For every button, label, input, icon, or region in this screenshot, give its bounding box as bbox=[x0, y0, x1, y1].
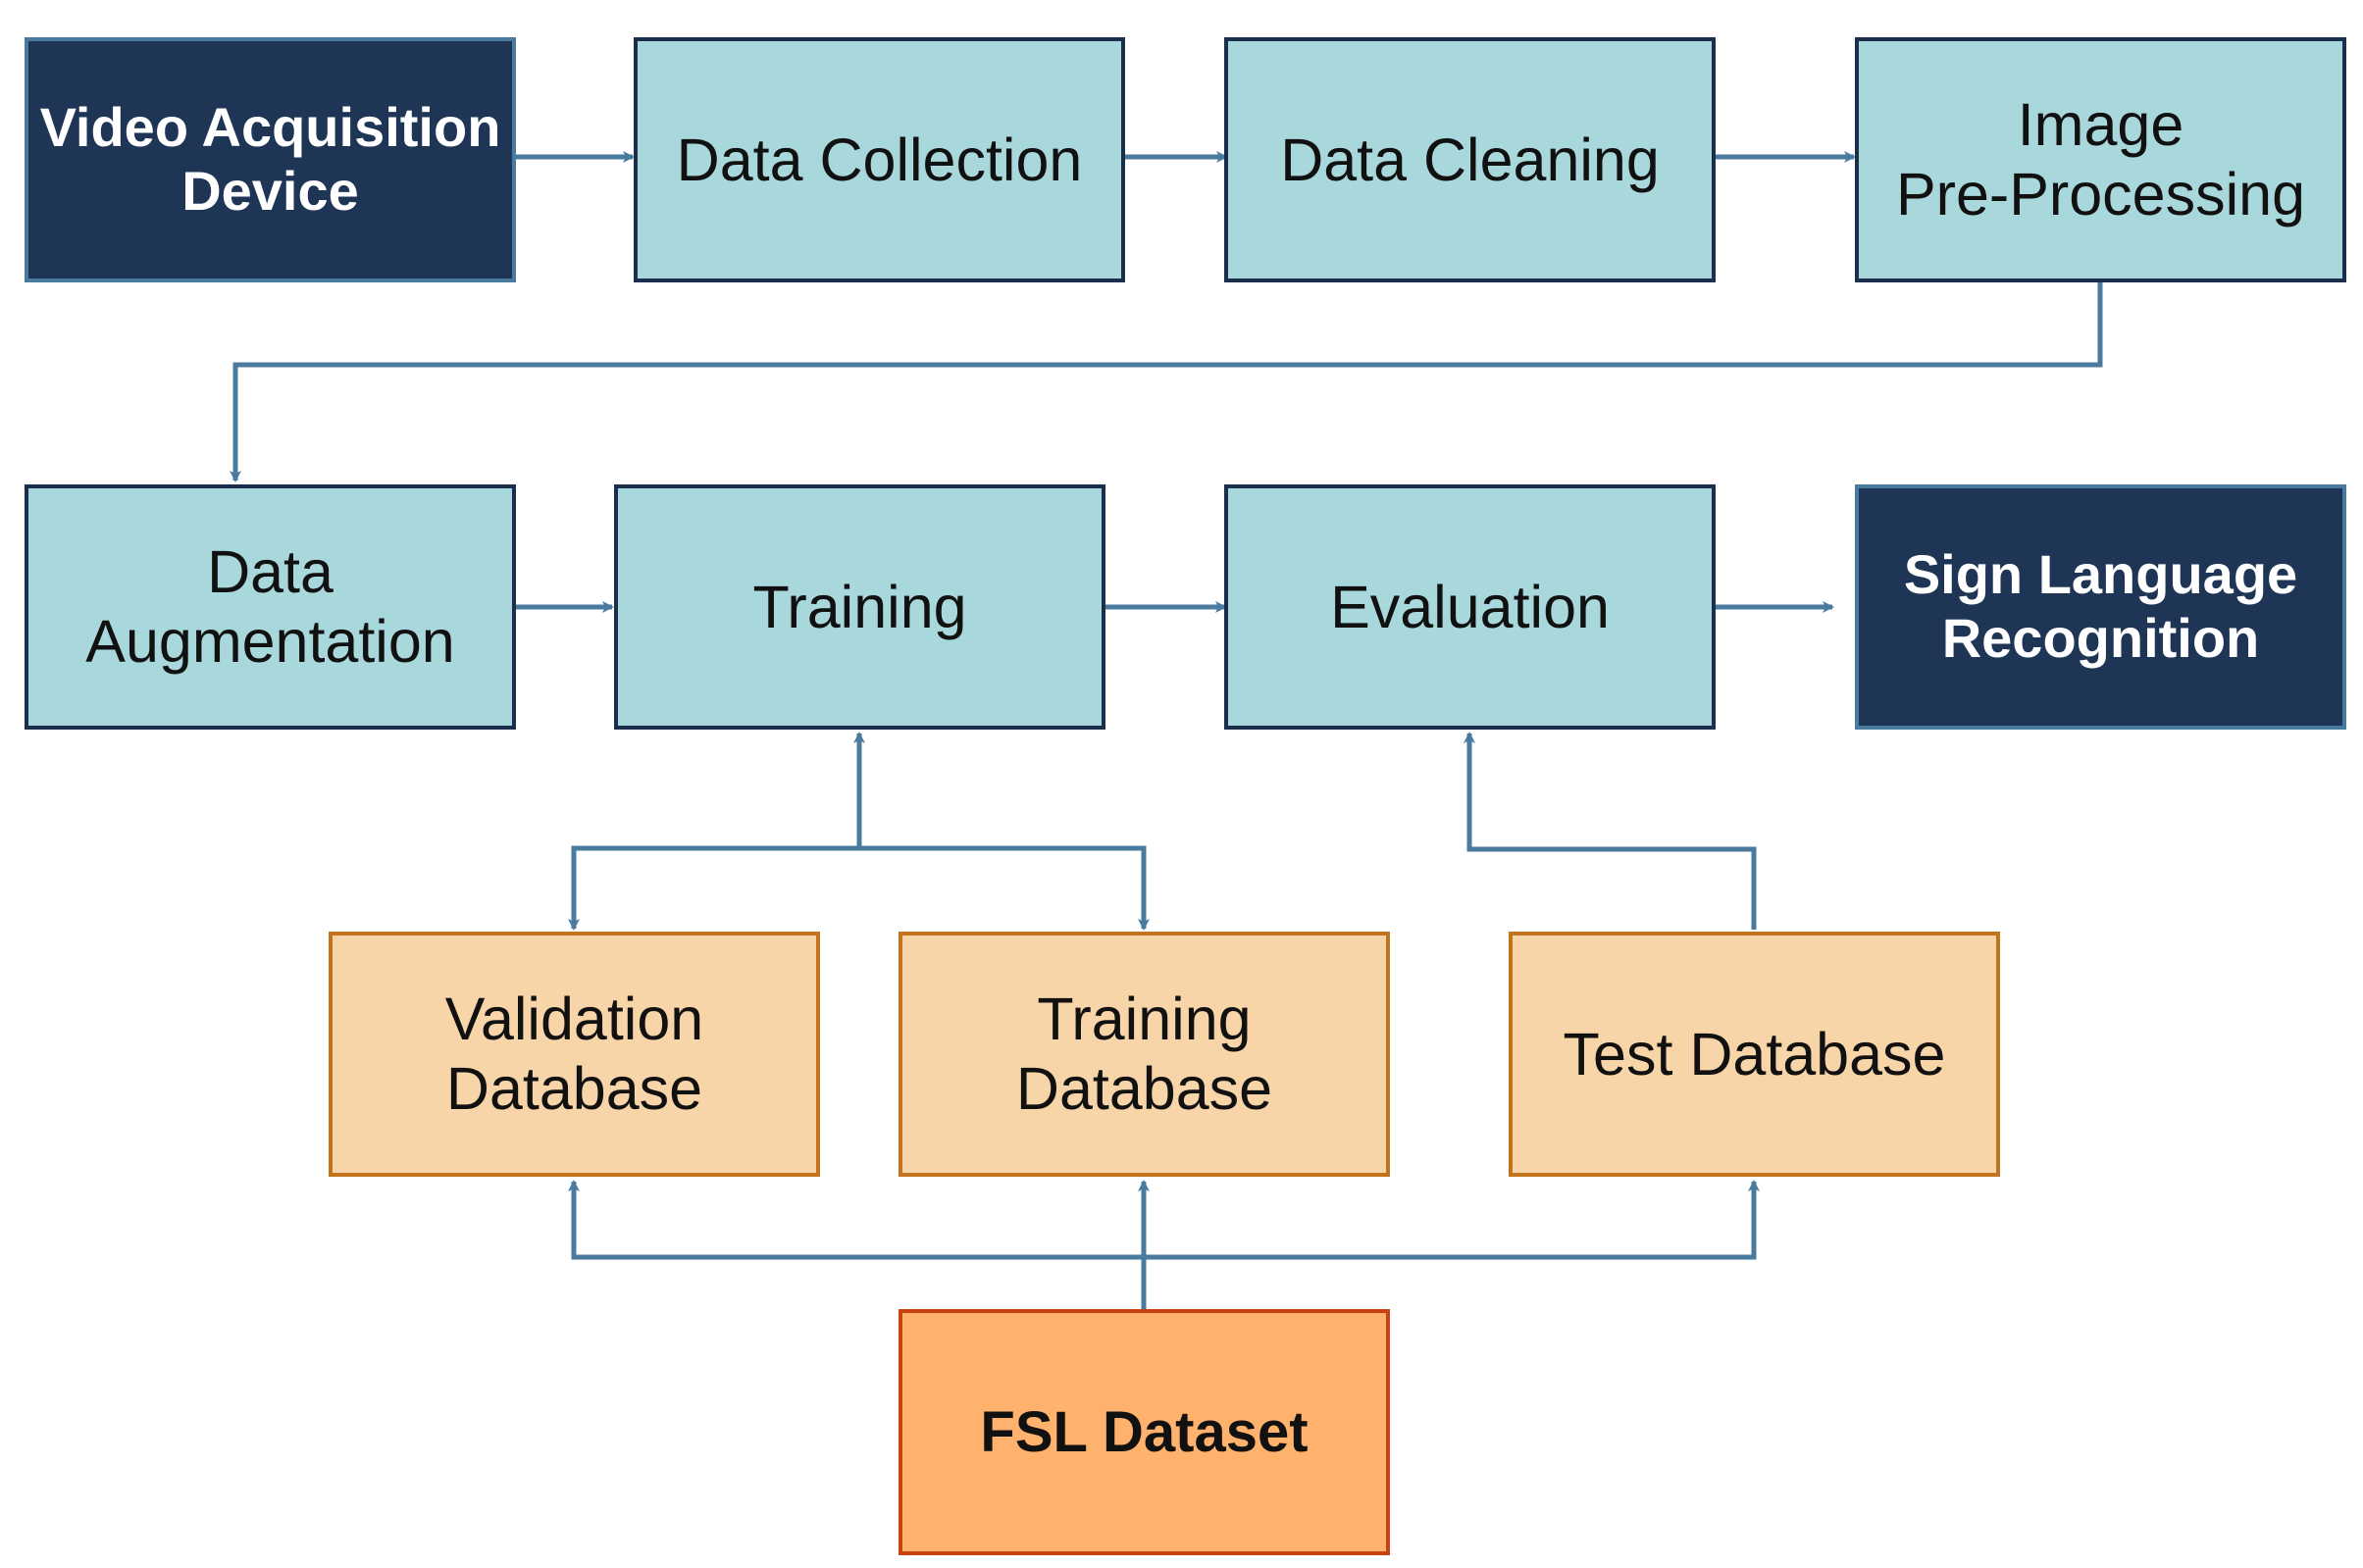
node-data-cleaning: Data Cleaning bbox=[1224, 37, 1716, 282]
node-image-preprocessing: Image Pre-Processing bbox=[1855, 37, 2346, 282]
arrow-fsl-to-validation bbox=[568, 1180, 1144, 1260]
node-training-database-label: Training Database bbox=[1015, 986, 1273, 1122]
node-training: Training bbox=[614, 484, 1105, 730]
node-data-augmentation: Data Augmentation bbox=[25, 484, 516, 730]
node-image-preprocessing-label: Image Pre-Processing bbox=[1896, 91, 2305, 228]
node-data-cleaning-label: Data Cleaning bbox=[1280, 126, 1660, 193]
node-training-database: Training Database bbox=[899, 932, 1390, 1177]
node-sign-language-recognition: Sign Language Recognition bbox=[1855, 484, 2346, 730]
node-test-database-label: Test Database bbox=[1563, 1020, 1946, 1087]
node-fsl-dataset: FSL Dataset bbox=[899, 1309, 1390, 1555]
node-sign-language-recognition-label: Sign Language Recognition bbox=[1903, 543, 2298, 669]
arrow-split-to-training-database bbox=[859, 845, 1150, 931]
node-test-database: Test Database bbox=[1509, 932, 2000, 1177]
node-data-collection-label: Data Collection bbox=[676, 126, 1083, 193]
node-data-augmentation-label: Data Augmentation bbox=[85, 538, 455, 675]
node-training-label: Training bbox=[752, 573, 967, 640]
node-video-acquisition-device: Video Acquisition Device bbox=[25, 37, 516, 282]
node-evaluation-label: Evaluation bbox=[1330, 573, 1610, 640]
arrow-preprocessing-to-augmentation bbox=[230, 281, 2103, 482]
node-data-collection: Data Collection bbox=[634, 37, 1125, 282]
node-video-acquisition-device-label: Video Acquisition Device bbox=[39, 96, 501, 222]
node-validation-database: Validation Database bbox=[329, 932, 820, 1177]
node-fsl-dataset-label: FSL Dataset bbox=[980, 1399, 1309, 1464]
arrow-split-to-validation bbox=[568, 845, 859, 931]
node-validation-database-label: Validation Database bbox=[444, 986, 704, 1122]
arrow-test-to-evaluation bbox=[1464, 732, 1757, 930]
node-evaluation: Evaluation bbox=[1224, 484, 1716, 730]
arrow-fsl-to-test bbox=[1144, 1180, 1760, 1260]
